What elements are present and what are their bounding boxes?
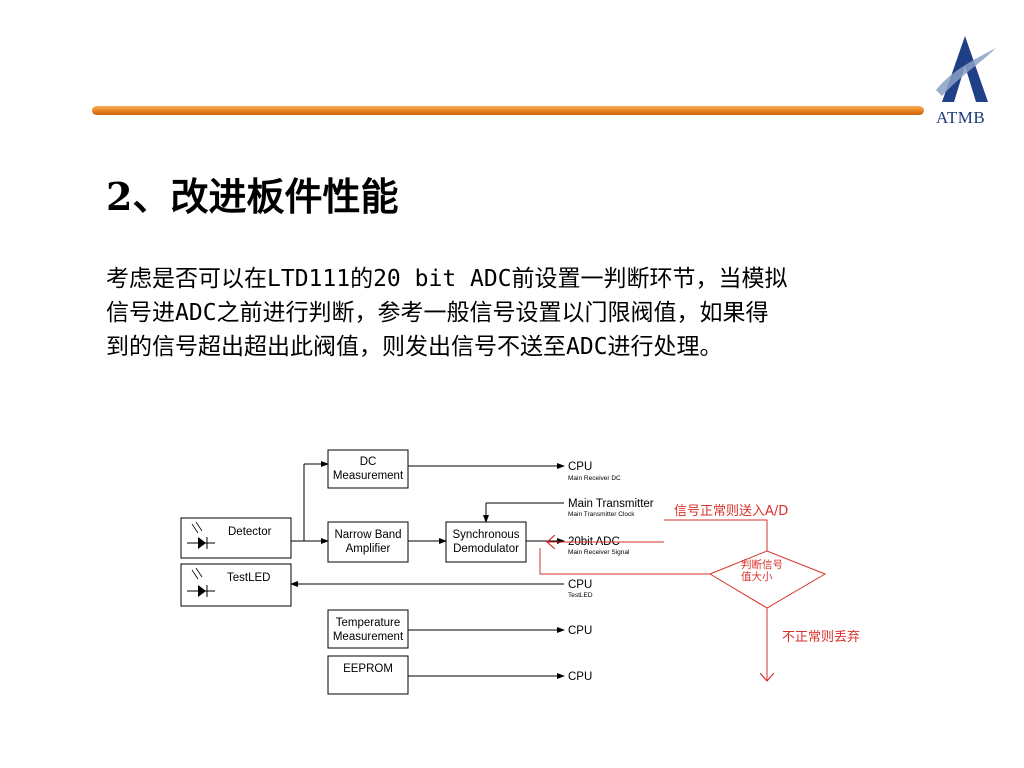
- nba-label-1: Narrow Band: [334, 529, 401, 541]
- decision-label-2: 值大小: [741, 570, 773, 583]
- slide-title: 2、改进板件性能: [106, 174, 399, 219]
- eeprom-label: EEPROM: [343, 663, 393, 675]
- threshold-decision-overlay: [539, 519, 827, 680]
- photodiode-icon: [187, 521, 215, 549]
- body-line: 考虑是否可以在LTD111的20 bit ADC前设置一判断环节，当模拟: [106, 266, 788, 292]
- cpu-testled-sublabel: TestLED: [568, 592, 593, 599]
- body-line: 到的信号超出超出此阀值，则发出信号不送至ADC进行处理。: [106, 334, 723, 360]
- sync-label-1: Synchronous: [452, 529, 519, 541]
- main-transmitter-label: Main Transmitter: [568, 498, 654, 510]
- body-paragraph: 考虑是否可以在LTD111的20 bit ADC前设置一判断环节，当模拟 信号进…: [106, 262, 946, 364]
- sync-label-2: Demodulator: [453, 543, 519, 555]
- dc-label-2: Measurement: [333, 470, 404, 482]
- decision-diamond: [708, 550, 827, 609]
- abnormal-path-label: 不正常则丢弃: [782, 630, 860, 645]
- cpu-testled-label: CPU: [568, 579, 592, 591]
- dc-label-1: DC: [360, 456, 377, 468]
- connector-lines: [290, 461, 565, 679]
- narrow-band-amplifier-block: Narrow Band Amplifier: [327, 521, 409, 563]
- temperature-measurement-block: Temperature Measurement: [327, 609, 409, 649]
- normal-path-label: 信号正常则送入A/D: [674, 504, 788, 519]
- eeprom-block: EEPROM: [327, 655, 409, 695]
- detector-label: Detector: [228, 526, 272, 538]
- body-line: 信号进ADC之前进行判断，参考一般信号设置以门限阀值，如果得: [106, 300, 769, 326]
- cpu-dc-label: CPU: [568, 461, 592, 473]
- nba-label-2: Amplifier: [346, 543, 391, 555]
- cpu-temp-label: CPU: [568, 625, 592, 637]
- header-divider: [92, 106, 924, 115]
- atmb-logo: [936, 36, 996, 102]
- cpu-dc-sublabel: Main Receiver DC: [568, 475, 621, 482]
- cpu-eeprom-label: CPU: [568, 671, 592, 683]
- main-transmitter-sublabel: Main Transmitter Clock: [568, 511, 635, 518]
- testled-block: TestLED: [180, 563, 292, 607]
- logo-text: ATMB: [936, 108, 986, 127]
- adc-sublabel: Main Receiver Signal: [568, 549, 630, 556]
- temp-label-1: Temperature: [336, 617, 401, 629]
- led-icon: [187, 567, 215, 597]
- detector-block: Detector: [180, 517, 292, 559]
- temp-label-2: Measurement: [333, 631, 404, 643]
- decision-label-1: 判断信号: [741, 558, 783, 571]
- dc-measurement-block: DC Measurement: [327, 449, 409, 489]
- synchronous-demodulator-block: Synchronous Demodulator: [445, 521, 527, 563]
- testled-label: TestLED: [227, 572, 270, 584]
